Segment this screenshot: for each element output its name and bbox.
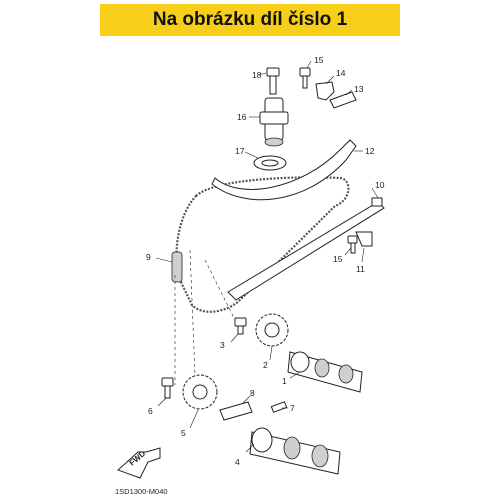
part-8-dowel-pin — [219, 395, 253, 421]
callout-15-lower: 15 — [333, 254, 343, 264]
part-15-bolt-upper — [299, 60, 312, 89]
part-11-clip — [355, 231, 373, 263]
diagram-code: 1SD1300-M040 — [115, 487, 168, 496]
part-17-gasket — [244, 151, 287, 171]
part-18-bolt — [257, 67, 280, 95]
callout-8: 8 — [250, 388, 255, 398]
part-3-bolt — [230, 317, 247, 343]
callout-6: 6 — [148, 406, 153, 416]
part-10-chain-guide-stopper — [227, 187, 385, 301]
part-12-chain-guide-tensioner — [211, 139, 363, 201]
callout-14: 14 — [336, 68, 346, 78]
part-15-bolt-lower — [344, 235, 358, 256]
callout-16: 16 — [237, 112, 247, 122]
callout-7: 7 — [290, 403, 295, 413]
fwd-arrow-icon: FWD — [117, 447, 161, 479]
callout-9: 9 — [146, 252, 151, 262]
title-banner: Na obrázku díl číslo 1 — [100, 4, 400, 36]
part-1-camshaft — [287, 351, 363, 393]
callout-18: 18 — [252, 70, 262, 80]
callout-12: 12 — [365, 146, 375, 156]
part-16-chain-tensioner — [249, 97, 289, 147]
callout-2: 2 — [263, 360, 268, 370]
callout-13: 13 — [354, 84, 364, 94]
part-2-cam-sprocket — [255, 313, 289, 361]
callout-4: 4 — [235, 457, 240, 467]
part-6-bolt — [157, 377, 174, 407]
callout-10: 10 — [375, 180, 385, 190]
part-7-pin — [270, 401, 288, 413]
part-14-bracket — [315, 75, 335, 101]
part-9-timing-chain-links — [155, 251, 183, 283]
callout-3: 3 — [220, 340, 225, 350]
part-4-camshaft-lower — [245, 427, 341, 475]
callout-5: 5 — [181, 428, 186, 438]
banner-title: Na obrázku díl číslo 1 — [152, 9, 348, 30]
callout-15-upper: 15 — [314, 55, 324, 65]
part-13-guide-pin — [329, 89, 357, 109]
callout-1: 1 — [282, 376, 287, 386]
callout-11: 11 — [356, 264, 365, 274]
callout-17: 17 — [235, 146, 245, 156]
part-5-cam-sprocket-lower — [182, 374, 218, 429]
